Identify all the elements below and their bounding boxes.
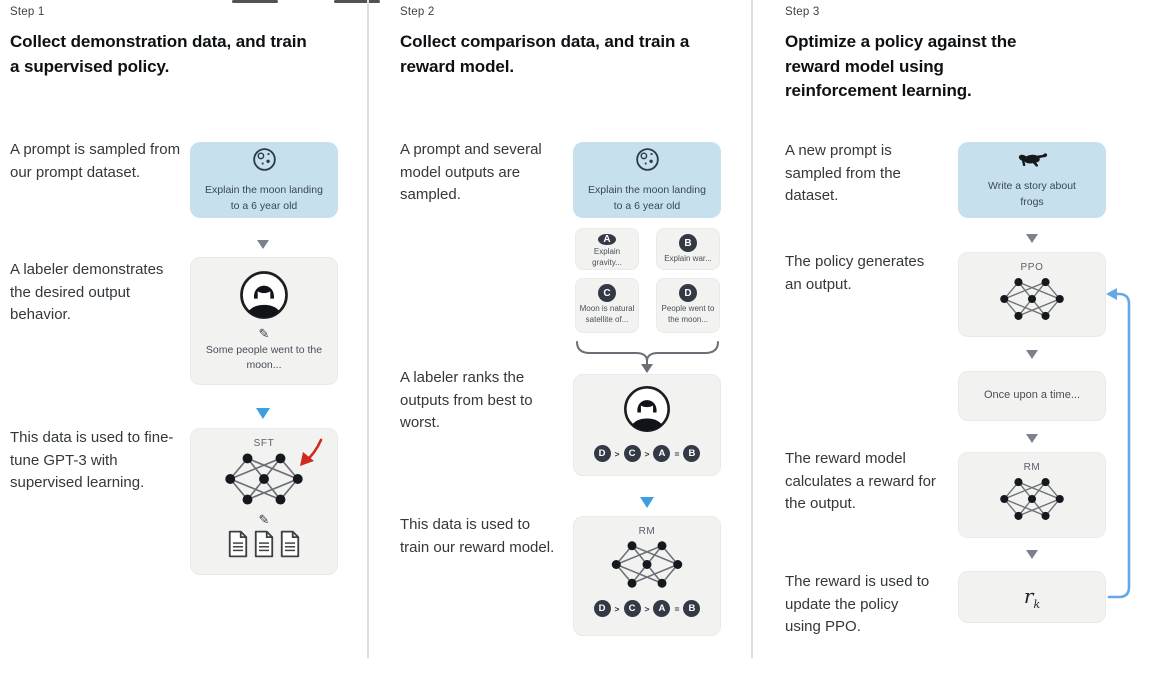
ranking-row: D > C > A = B: [593, 600, 701, 617]
output-card-text: People went to the moon...: [661, 304, 715, 324]
step2-prompt-text: Explain the moon landing to a 6 year old: [588, 183, 706, 212]
rm-model-label: RM: [1023, 462, 1041, 473]
rank-badge: C: [623, 600, 641, 617]
output-card-text: Explain war...: [664, 254, 712, 263]
screen-artifact: [334, 0, 380, 3]
step1-label: Step 1: [10, 6, 45, 18]
step2-caption-sampled: A prompt and several model outputs are s…: [400, 141, 542, 203]
output-letter-badge: A: [598, 234, 616, 246]
step1-prompt-box: Explain the moon landing to a 6 year old: [190, 142, 338, 218]
step3-ppo-box: PPO: [958, 252, 1106, 337]
rank-separator: >: [644, 448, 650, 459]
rank-badge: B: [683, 600, 701, 617]
output-letter-badge: D: [679, 284, 697, 302]
step1-labeler-box: ✎ Some people went to the moon...: [190, 257, 338, 385]
step3-prompt-text: Write a story about frogs: [988, 180, 1076, 208]
step1-caption-finetune: This data is used to fine-tune GPT-3 wit…: [10, 429, 174, 491]
down-arrow-blue-icon: [256, 408, 270, 419]
step3-label: Step 3: [785, 6, 820, 18]
rank-separator: >: [614, 448, 620, 459]
step3-caption-prompt: A new prompt is sampled from the dataset…: [785, 142, 901, 204]
down-arrow-icon: [1026, 234, 1038, 243]
step2-rm-box: RM D > C > A = B: [573, 516, 721, 636]
pencil-icon: ✎: [258, 327, 270, 342]
rank-separator: >: [614, 603, 620, 614]
step2-prompt-box: Explain the moon landing to a 6 year old: [573, 142, 721, 218]
rank-badge: D: [593, 600, 611, 617]
moon-icon: [634, 146, 661, 178]
documents-icon: [227, 530, 301, 558]
ranking-row: D > C > A = B: [593, 445, 701, 462]
brace-arrowhead-icon: [641, 364, 653, 373]
output-card-a: A Explain gravity...: [575, 228, 639, 270]
step1-caption-prompt: A prompt is sampled from our prompt data…: [10, 141, 181, 181]
down-arrow-icon: [257, 240, 269, 249]
step3-title: Optimize a policy against the reward mod…: [785, 32, 1017, 101]
column-divider: [751, 0, 753, 658]
reward-value: rk: [1024, 584, 1040, 611]
rank-badge: A: [653, 600, 671, 617]
step1-sft-box: SFT ✎: [190, 428, 338, 575]
labeler-avatar-icon: [621, 383, 673, 440]
step3-reward-box: rk: [958, 571, 1106, 623]
reward-symbol: r: [1023, 583, 1034, 608]
ppo-feedback-loop: [1107, 292, 1131, 599]
step1-caption-labeler: A labeler demonstrates the desired outpu…: [10, 261, 164, 323]
rank-separator: >: [644, 603, 650, 614]
step3-rm-box: RM: [958, 452, 1106, 538]
rank-badge: B: [683, 445, 701, 462]
frog-icon: [1015, 149, 1049, 174]
step3-caption-reward: The reward model calculates a reward for…: [785, 450, 936, 512]
step3-caption-policy: The policy generates an output.: [785, 253, 925, 293]
neural-network-icon: [996, 476, 1068, 527]
column-divider: [367, 0, 369, 658]
output-letter-badge: C: [598, 284, 616, 302]
neural-network-icon: [607, 539, 687, 595]
step2-ranking-box: D > C > A = B: [573, 374, 721, 476]
down-arrow-icon: [1026, 434, 1038, 443]
step3-output-text: Once upon a time...: [984, 389, 1080, 402]
rank-badge: D: [593, 445, 611, 462]
labeler-avatar-icon: [237, 268, 291, 327]
output-card-d: D People went to the moon...: [656, 278, 720, 333]
step2-title: Collect comparison data, and train a rew…: [400, 32, 690, 76]
down-arrow-blue-icon: [640, 497, 654, 508]
step1-title: Collect demonstration data, and train a …: [10, 32, 307, 76]
pencil-icon: ✎: [258, 513, 270, 528]
step3-output-box: Once upon a time...: [958, 371, 1106, 421]
outputs-brace: [576, 341, 719, 366]
rm-model-label: RM: [638, 526, 656, 537]
sft-model-label: SFT: [253, 438, 275, 449]
step1-demo-text: Some people went to the moon...: [205, 344, 323, 372]
step2-caption-ranks: A labeler ranks the outputs from best to…: [400, 369, 533, 431]
reward-subscript: k: [1033, 597, 1041, 611]
output-card-text: Explain gravity...: [592, 247, 622, 268]
step2-label: Step 2: [400, 6, 435, 18]
step3-prompt-box: Write a story about frogs: [958, 142, 1106, 218]
down-arrow-icon: [1026, 550, 1038, 559]
rank-badge: C: [623, 445, 641, 462]
neural-network-icon: [220, 451, 308, 512]
rank-separator: =: [674, 448, 680, 459]
step1-prompt-text: Explain the moon landing to a 6 year old: [205, 183, 323, 212]
loop-arrowhead-icon: [1106, 288, 1117, 300]
output-letter-badge: B: [679, 234, 697, 252]
step3-caption-update: The reward is used to update the policy …: [785, 573, 930, 635]
down-arrow-icon: [1026, 350, 1038, 359]
rank-separator: =: [674, 603, 680, 614]
screen-artifact: [232, 0, 278, 3]
output-card-b: B Explain war...: [656, 228, 720, 270]
ppo-model-label: PPO: [1020, 262, 1044, 273]
neural-network-icon: [996, 276, 1068, 327]
output-card-c: C Moon is natural satellite of...: [575, 278, 639, 333]
step2-caption-train: This data is used to train our reward mo…: [400, 516, 555, 556]
moon-icon: [251, 146, 278, 178]
rank-badge: A: [653, 445, 671, 462]
output-card-text: Moon is natural satellite of...: [579, 304, 635, 324]
